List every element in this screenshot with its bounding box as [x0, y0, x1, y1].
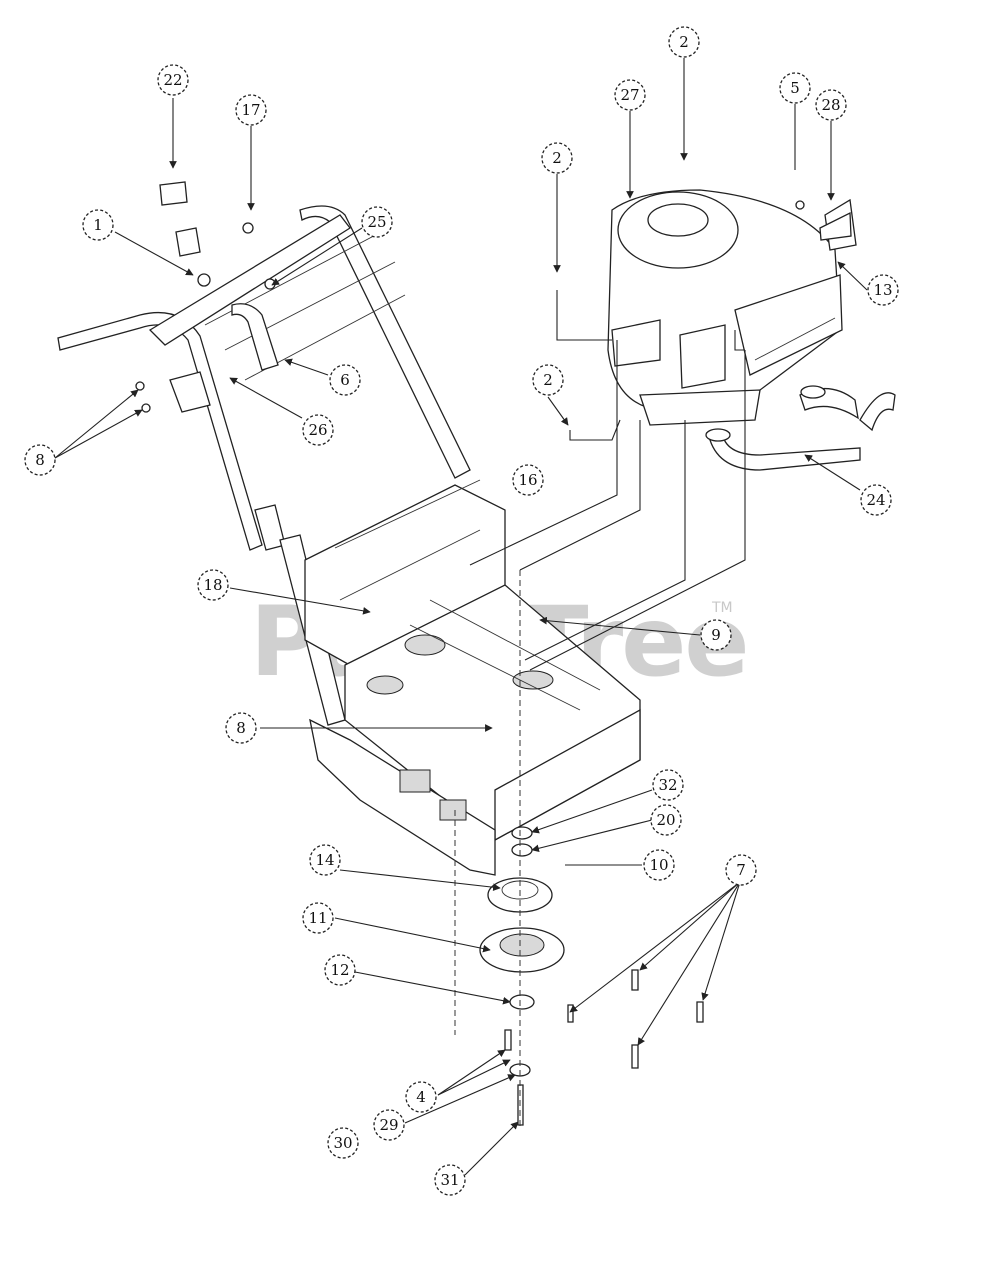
svg-text:8: 8 — [236, 719, 246, 737]
engine-assembly — [607, 189, 843, 426]
callout-25[interactable]: 25 — [361, 206, 393, 238]
callout-2-lower[interactable]: 2 — [532, 364, 564, 396]
callout-16[interactable]: 16 — [512, 464, 544, 496]
svg-text:2: 2 — [543, 371, 553, 389]
callout-20[interactable]: 20 — [650, 804, 682, 836]
callout-4[interactable]: 4 — [405, 1081, 437, 1113]
leader-lines — [54, 58, 868, 1176]
pulley-stack — [454, 570, 704, 1130]
svg-text:9: 9 — [711, 626, 721, 644]
handle-assembly — [57, 181, 471, 726]
callout-11[interactable]: 11 — [302, 902, 334, 934]
callout-17[interactable]: 17 — [235, 94, 267, 126]
callout-31[interactable]: 31 — [434, 1164, 466, 1196]
assembly-lines — [469, 290, 746, 671]
svg-text:30: 30 — [333, 1134, 352, 1152]
svg-text:2: 2 — [552, 149, 562, 167]
svg-text:2: 2 — [679, 33, 689, 51]
svg-text:7: 7 — [736, 861, 746, 879]
svg-text:4: 4 — [416, 1088, 426, 1106]
svg-text:31: 31 — [440, 1171, 459, 1189]
callout-13[interactable]: 13 — [867, 274, 899, 306]
callout-18[interactable]: 18 — [197, 569, 229, 601]
svg-text:32: 32 — [658, 776, 677, 794]
svg-text:28: 28 — [821, 96, 840, 114]
svg-text:1: 1 — [93, 216, 103, 234]
svg-text:26: 26 — [308, 421, 327, 439]
svg-text:22: 22 — [163, 71, 182, 89]
watermark-trademark: TM — [711, 600, 733, 616]
frame-assembly — [304, 479, 641, 876]
svg-text:8: 8 — [35, 451, 45, 469]
svg-text:12: 12 — [330, 961, 349, 979]
svg-text:18: 18 — [203, 576, 222, 594]
svg-text:29: 29 — [379, 1116, 398, 1134]
svg-text:24: 24 — [866, 491, 885, 509]
callout-1[interactable]: 1 — [82, 209, 114, 241]
callout-10[interactable]: 10 — [643, 849, 675, 881]
callout-8-upper[interactable]: 8 — [24, 444, 56, 476]
callout-29[interactable]: 29 — [373, 1109, 405, 1141]
callout-22[interactable]: 22 — [157, 64, 189, 96]
callout-28[interactable]: 28 — [815, 89, 847, 121]
callout-26[interactable]: 26 — [302, 414, 334, 446]
callout-14[interactable]: 14 — [309, 844, 341, 876]
svg-text:25: 25 — [367, 213, 386, 231]
svg-text:5: 5 — [790, 79, 800, 97]
muffler-and-bracket — [705, 198, 896, 471]
svg-text:17: 17 — [241, 101, 260, 119]
callout-7[interactable]: 7 — [725, 854, 757, 886]
svg-text:11: 11 — [308, 909, 327, 927]
callout-8-lower[interactable]: 8 — [225, 712, 257, 744]
callout-2-left[interactable]: 2 — [541, 142, 573, 174]
svg-text:14: 14 — [315, 851, 334, 869]
svg-text:6: 6 — [340, 371, 350, 389]
callout-27[interactable]: 27 — [614, 79, 646, 111]
callout-30[interactable]: 30 — [327, 1127, 359, 1159]
svg-text:16: 16 — [518, 471, 537, 489]
svg-text:13: 13 — [873, 281, 892, 299]
svg-text:20: 20 — [656, 811, 675, 829]
callout-32[interactable]: 32 — [652, 769, 684, 801]
callout-12[interactable]: 12 — [324, 954, 356, 986]
svg-text:10: 10 — [649, 856, 668, 874]
callout-24[interactable]: 24 — [860, 484, 892, 516]
svg-text:27: 27 — [620, 86, 639, 104]
callout-6[interactable]: 6 — [329, 364, 361, 396]
callout-2-top[interactable]: 2 — [668, 26, 700, 58]
callouts: 1 2 2 2 4 5 6 7 8 8 9 10 11 12 13 14 16 … — [24, 26, 899, 1196]
callout-9[interactable]: 9 — [700, 619, 732, 651]
callout-5[interactable]: 5 — [779, 72, 811, 104]
